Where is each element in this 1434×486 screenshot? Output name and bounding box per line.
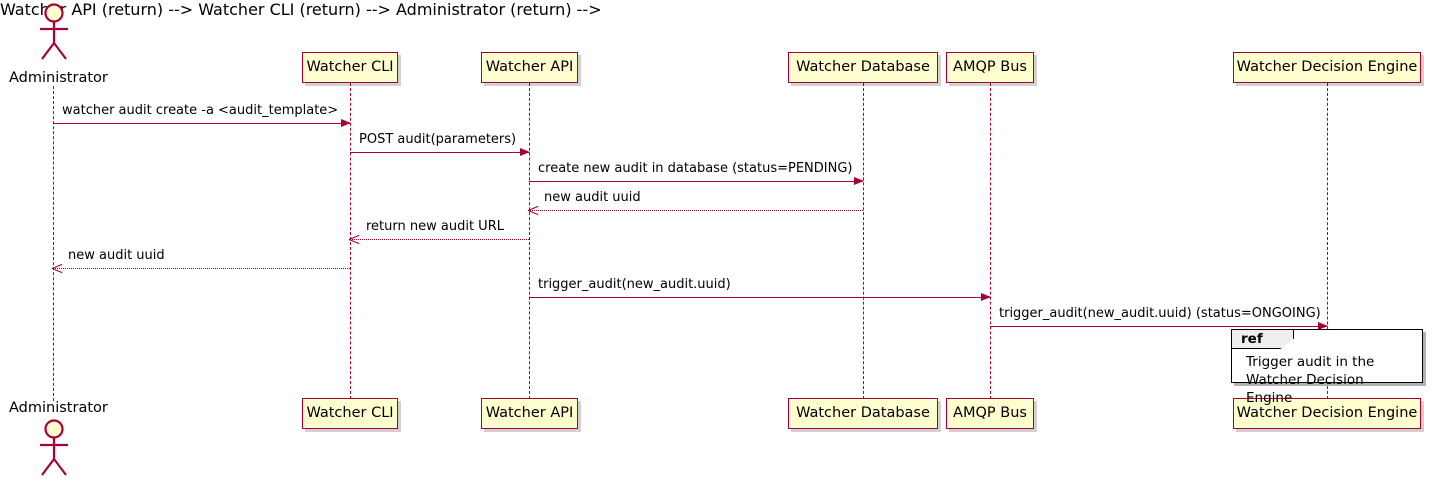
message-label-8: trigger_audit(new_audit.uuid) (status=ON… <box>999 306 1321 321</box>
message-line <box>529 181 863 182</box>
participant-amqp-bus-top[interactable]: AMQP Bus <box>946 52 1034 83</box>
participant-watcher-decision-engine-bottom[interactable]: Watcher Decision Engine <box>1233 398 1421 429</box>
ref-fragment[interactable]: ref Trigger audit in the Watcher Decisio… <box>1231 329 1423 406</box>
arrowhead-right-icon <box>520 147 530 156</box>
lifeline-administrator <box>53 86 54 401</box>
message-label-6: new audit uuid <box>68 248 165 263</box>
message-line <box>350 152 529 153</box>
arrowhead-right-icon <box>854 176 864 185</box>
lifeline-watcher-decision-engine <box>1327 83 1328 399</box>
lifeline-watcher-api <box>529 83 530 399</box>
arrowhead-right-icon <box>1318 321 1328 330</box>
participant-watcher-database-top[interactable]: Watcher Database <box>788 52 938 83</box>
participant-watcher-cli-bottom[interactable]: Watcher CLI <box>302 398 398 429</box>
ref-fragment-line-1: Trigger audit in the <box>1246 354 1375 370</box>
actor-label-administrator-bottom: Administrator <box>9 400 108 416</box>
participant-amqp-bus-bottom[interactable]: AMQP Bus <box>946 398 1034 429</box>
participant-watcher-api-top[interactable]: Watcher API <box>481 52 578 83</box>
message-line <box>53 268 350 269</box>
message-line <box>350 239 529 240</box>
participant-watcher-cli-top[interactable]: Watcher CLI <box>302 52 398 83</box>
message-label-5: return new audit URL <box>366 219 504 234</box>
arrowhead-left-icon <box>528 205 539 215</box>
arrowhead-right-icon <box>981 292 991 301</box>
participant-watcher-database-bottom[interactable]: Watcher Database <box>788 398 938 429</box>
lifeline-amqp-bus <box>990 83 991 399</box>
message-line <box>53 123 350 124</box>
message-label-7: trigger_audit(new_audit.uuid) <box>538 277 731 292</box>
arrowhead-right-icon <box>341 118 351 127</box>
lifeline-watcher-database <box>863 83 864 399</box>
message-label-4: new audit uuid <box>544 190 641 205</box>
actor-label-administrator-top: Administrator <box>9 70 108 86</box>
arrowhead-left-icon <box>52 263 63 273</box>
ref-fragment-body: Trigger audit in the Watcher Decision En… <box>1232 351 1422 407</box>
ref-fragment-line-2: Watcher Decision Engine <box>1246 371 1364 406</box>
participant-watcher-decision-engine-top[interactable]: Watcher Decision Engine <box>1233 52 1421 83</box>
actor-figure-icon <box>40 419 68 476</box>
message-label-1: watcher audit create -a <audit_template> <box>62 103 339 118</box>
ref-fragment-tag: ref <box>1232 330 1294 349</box>
participant-watcher-api-bottom[interactable]: Watcher API <box>481 398 578 429</box>
message-line <box>529 210 863 211</box>
message-line <box>990 326 1327 327</box>
arrowhead-left-icon <box>349 234 360 244</box>
message-label-3: create new audit in database (status=PEN… <box>538 161 853 176</box>
message-label-2: POST audit(parameters) <box>359 132 517 147</box>
actor-administrator-bottom <box>28 418 80 484</box>
actor-figure-icon <box>40 3 68 60</box>
actor-administrator-top <box>28 2 80 68</box>
message-line <box>529 297 990 298</box>
